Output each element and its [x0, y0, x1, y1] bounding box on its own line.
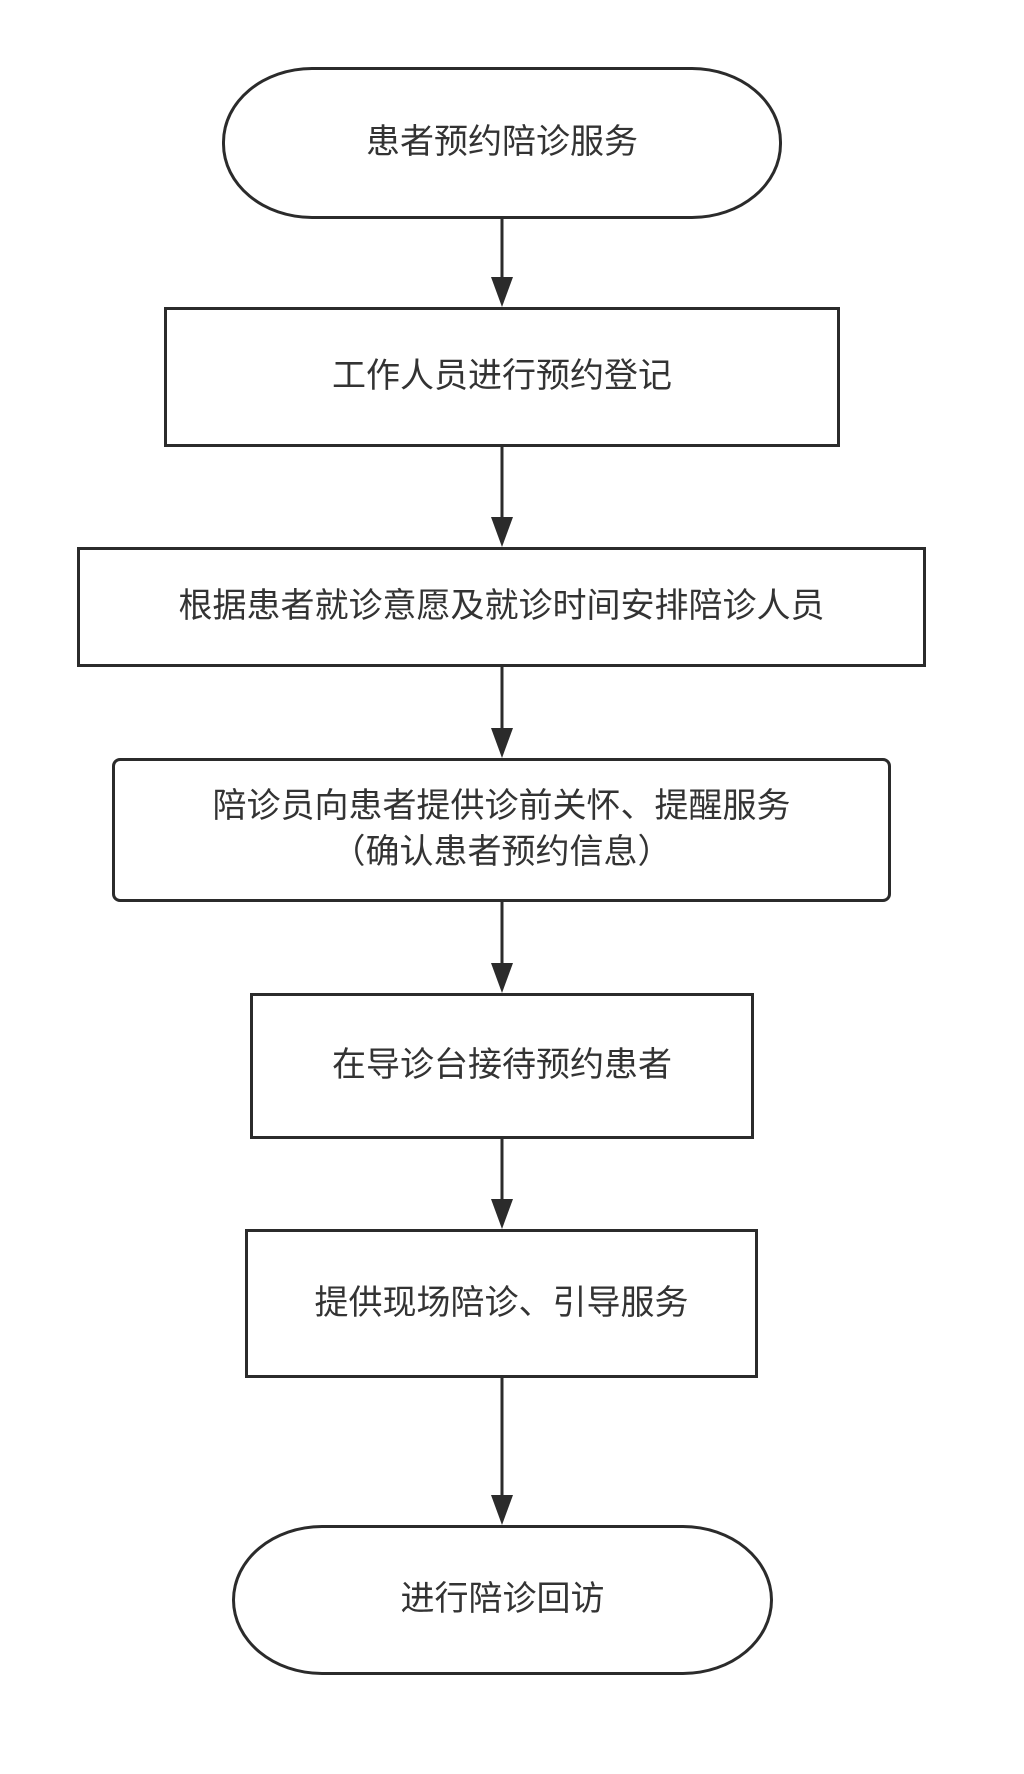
process-node-registration: 工作人员进行预约登记	[164, 307, 840, 447]
arrowhead-icon	[491, 963, 513, 993]
arrowhead-icon	[491, 1495, 513, 1525]
process-node-pre-visit-care: 陪诊员向患者提供诊前关怀、提醒服务 （确认患者预约信息）	[112, 758, 891, 902]
node-label: 根据患者就诊意愿及就诊时间安排陪诊人员	[178, 586, 825, 627]
arrowhead-icon	[491, 277, 513, 307]
arrowhead-icon	[491, 728, 513, 758]
process-node-assign-escort: 根据患者就诊意愿及就诊时间安排陪诊人员	[77, 547, 926, 667]
node-label: 患者预约陪诊服务	[366, 122, 638, 163]
arrowhead-icon	[491, 1199, 513, 1229]
start-terminal-node: 患者预约陪诊服务	[222, 67, 782, 219]
process-node-reception: 在导诊台接待预约患者	[250, 993, 754, 1139]
node-label: 陪诊员向患者提供诊前关怀、提醒服务 （确认患者预约信息）	[212, 786, 791, 872]
arrowhead-icon	[491, 517, 513, 547]
node-label: 工作人员进行预约登记	[332, 356, 672, 397]
node-label: 进行陪诊回访	[400, 1579, 605, 1620]
node-label: 在导诊台接待预约患者	[332, 1045, 672, 1086]
process-node-onsite-escort: 提供现场陪诊、引导服务	[245, 1229, 758, 1378]
end-terminal-node: 进行陪诊回访	[232, 1525, 773, 1675]
node-label: 提供现场陪诊、引导服务	[314, 1282, 689, 1323]
